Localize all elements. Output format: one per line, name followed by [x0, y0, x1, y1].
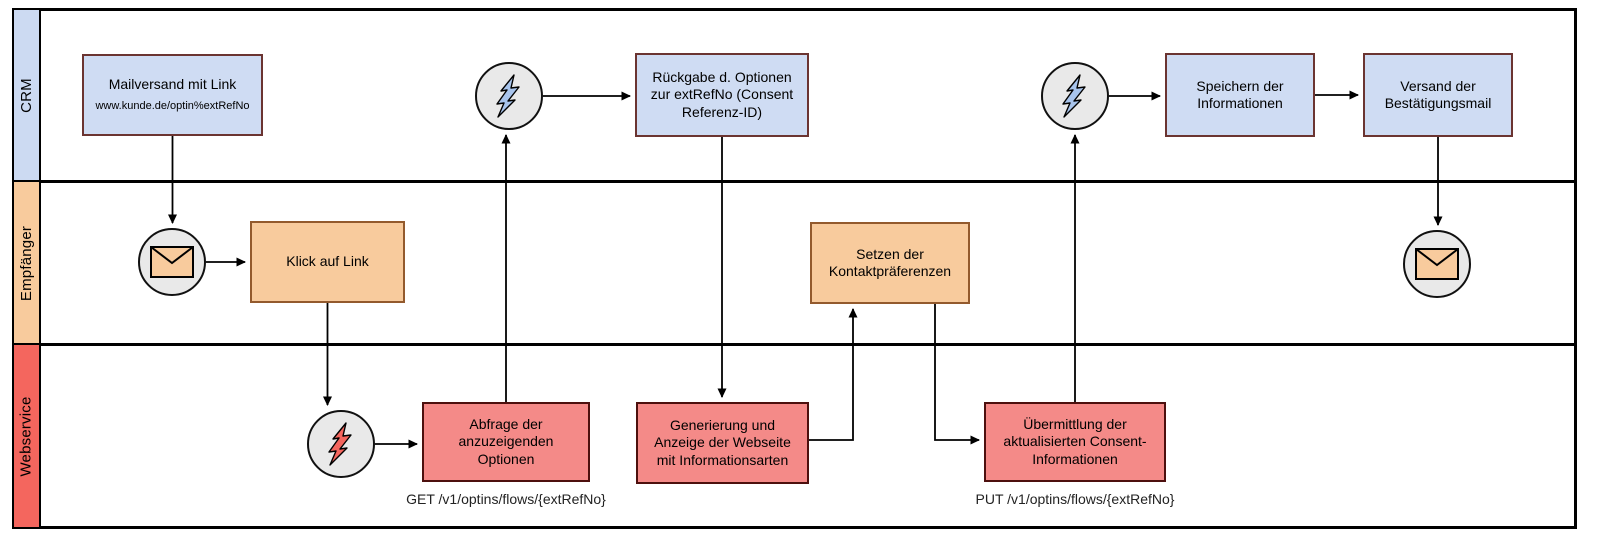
task-abfrage-optionen: Abfrage der anzuzeigenden Optionen: [422, 402, 590, 482]
connector-generierung-to-setzen: [809, 308, 858, 441]
task-title: Versand der Bestätigungsmail: [1384, 77, 1492, 112]
task-title: Rückgabe d. Optionen zur extRefNo (Conse…: [650, 68, 794, 120]
lane-header-webservice: Webservice: [12, 343, 41, 529]
event-mail-received: [138, 228, 206, 296]
task-mailversand: Mailversand mit Link www.kunde.de/optin%…: [82, 54, 263, 136]
task-setzen-kontaktpraeferenzen: Setzen der Kontaktpräferenzen: [810, 222, 970, 304]
task-title: Setzen der Kontaktpräferenzen: [828, 245, 952, 280]
lane-label-empfaenger: Empfänger: [18, 225, 35, 301]
task-url-subtitle: www.kunde.de/optin%extRefNo: [95, 99, 250, 112]
task-title: Übermittlung der aktualisierten Consent-…: [1003, 415, 1147, 467]
task-title: Generierung und Anzeige der Webseite mit…: [654, 416, 791, 468]
api-label-get: GET /v1/optins/flows/{extRefNo}: [406, 491, 606, 507]
lightning-bolt-icon: [328, 422, 352, 466]
task-generierung-webseite: Generierung und Anzeige der Webseite mit…: [636, 402, 809, 484]
task-title: Mailversand mit Link: [108, 76, 237, 93]
envelope-icon: [150, 246, 194, 278]
event-confirmation-mail: [1403, 230, 1471, 298]
task-uebermittlung-consent: Übermittlung der aktualisierten Consent-…: [984, 402, 1166, 482]
lane-label-webservice: Webservice: [18, 395, 35, 477]
event-webservice-call: [307, 410, 375, 478]
task-title: Klick auf Link: [286, 253, 369, 270]
lane-label-crm: CRM: [18, 78, 36, 113]
envelope-icon: [1415, 248, 1459, 280]
task-rueckgabe: Rückgabe d. Optionen zur extRefNo (Conse…: [635, 53, 809, 137]
event-request-options: [475, 62, 543, 130]
lane-header-empfaenger: Empfänger: [12, 180, 41, 346]
lane-divider: [12, 180, 1577, 183]
task-title: Speichern der Informationen: [1196, 77, 1284, 112]
lightning-bolt-icon: [1062, 74, 1086, 118]
lane-divider: [12, 343, 1577, 346]
lane-header-crm: CRM: [12, 8, 41, 183]
event-submit-consent: [1041, 62, 1109, 130]
task-klick-auf-link: Klick auf Link: [250, 221, 405, 303]
task-title: Abfrage der anzuzeigenden Optionen: [458, 415, 554, 467]
lightning-bolt-icon: [496, 74, 520, 118]
task-speichern: Speichern der Informationen: [1165, 53, 1315, 137]
task-versand: Versand der Bestätigungsmail: [1363, 53, 1513, 137]
api-label-put: PUT /v1/optins/flows/{extRefNo}: [975, 491, 1175, 507]
connector-setzen-to-uebermittlung: [934, 304, 980, 445]
